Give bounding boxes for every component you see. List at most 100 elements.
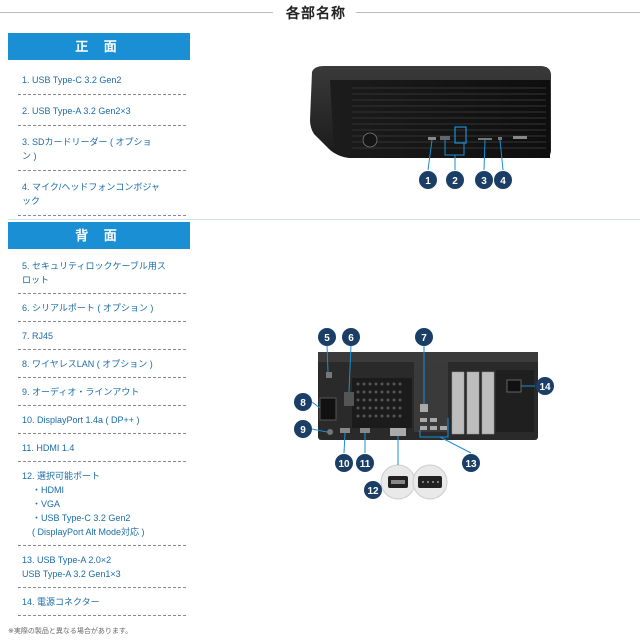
callout-12: 12 [364, 481, 382, 499]
page-title: 各部名称 [286, 5, 346, 21]
back-spec-item: 8. ワイヤレスLAN ( オプション ) [18, 350, 186, 378]
callout-13: 13 [462, 454, 480, 472]
svg-text:13: 13 [465, 459, 477, 470]
front-spec-item: 2. USB Type-A 3.2 Gen2×3 [18, 95, 186, 126]
rear-security-slot [326, 372, 332, 378]
callout-9: 9 [294, 420, 312, 438]
svg-text:9: 9 [300, 425, 306, 436]
back-spec-item: 5. セキュリティロックケーブル用スロット [18, 252, 186, 294]
svg-text:8: 8 [300, 398, 306, 409]
rear-serial-port [344, 392, 354, 406]
back-callout-leaders [311, 344, 535, 465]
spec-item-line: 9. オーディオ・ラインアウト [22, 387, 140, 397]
spec-item-line: USB Type-A 3.2 Gen1×3 [22, 569, 121, 579]
front-port-usb-a [440, 136, 450, 140]
spec-item-line: 8. ワイヤレスLAN ( オプション ) [22, 359, 153, 369]
front-vent-slats [352, 87, 546, 149]
back-spec-item: 10. DisplayPort 1.4a ( DP++ ) [18, 406, 186, 434]
svg-text:3: 3 [481, 176, 487, 187]
callout-11: 11 [356, 454, 374, 472]
section-divider [190, 219, 640, 220]
callout-1: 1 [419, 171, 437, 189]
spec-item-line: 5. セキュリティロックケーブル用ス [22, 261, 166, 271]
rear-vent-mesh [356, 382, 402, 418]
hp-logo-icon [362, 132, 378, 148]
back-spec-item: 6. シリアルポート ( オプション ) [18, 294, 186, 322]
rear-io-shield [414, 362, 448, 432]
svg-text:1: 1 [425, 176, 431, 187]
spec-item-line: ック [22, 196, 41, 206]
spec-item-line: 6. シリアルポート ( オプション ) [22, 303, 154, 313]
svg-text:7: 7 [421, 333, 427, 344]
spec-item-line: 2. USB Type-A 3.2 Gen2×3 [22, 106, 131, 116]
title-rule-right [356, 12, 640, 13]
spec-item-line: 7. RJ45 [22, 331, 54, 341]
svg-text:12: 12 [367, 486, 379, 497]
spec-item-subline: ・USB Type-C 3.2 Gen2 [32, 513, 131, 523]
back-spec-item: 12. 選択可能ポート・HDMI ・VGA ・USB Type-C 3.2 Gen2… [18, 462, 186, 546]
front-sd-slot [478, 138, 492, 140]
callout-6: 6 [342, 328, 360, 346]
spec-item-line: 12. 選択可能ポート [22, 471, 101, 481]
front-spec-item: 1. USB Type-C 3.2 Gen2 [18, 64, 186, 95]
back-spec-item: 14. 電源コネクター [18, 588, 186, 616]
svg-text:2: 2 [452, 176, 458, 187]
front-pc-body [310, 66, 551, 158]
svg-text:4: 4 [500, 176, 506, 187]
spec-item-line: 14. 電源コネクター [22, 597, 100, 607]
callout-3: 3 [475, 171, 493, 189]
svg-text:6: 6 [348, 333, 354, 344]
callout-8: 8 [294, 393, 312, 411]
spec-item-subline: ・VGA [32, 499, 61, 509]
spec-item-line: 3. SDカードリーダー ( オプショ [22, 137, 152, 147]
optional-port-zoom [380, 464, 448, 500]
footnote: ※実際の製品と異なる場合があります。 [8, 628, 133, 635]
front-spec-list: 1. USB Type-C 3.2 Gen2 2. USB Type-A 3.2 … [18, 64, 186, 216]
rear-wlan-module [319, 397, 337, 421]
front-port-usb-c [428, 137, 436, 140]
spec-item-line: ロット [22, 275, 50, 285]
back-spec-item: 11. HDMI 1.4 [18, 434, 186, 462]
svg-text:14: 14 [539, 382, 551, 393]
title-rule-left [0, 12, 273, 13]
back-pc-body [318, 352, 538, 440]
rear-usb-a-ports [420, 418, 447, 430]
spec-item-line: ン ) [22, 151, 37, 161]
callout-4: 4 [494, 171, 512, 189]
section-divider-left [8, 219, 190, 220]
front-spec-item: 4. マイク/ヘッドフォンコンボジャック [18, 171, 186, 216]
svg-text:5: 5 [324, 333, 330, 344]
rear-hdmi [360, 428, 370, 433]
callout-14: 14 [536, 377, 554, 395]
front-audio-jack [498, 137, 502, 140]
spec-item-subline: ・HDMI [32, 485, 64, 495]
rear-displayport [340, 428, 350, 433]
front-port-usb-a-stack [454, 126, 467, 144]
spec-item-line: 11. HDMI 1.4 [22, 443, 75, 453]
rear-expansion-slots [451, 371, 495, 435]
front-spec-item: 3. SDカードリーダー ( オプション ) [18, 126, 186, 171]
front-power-button [513, 136, 527, 139]
back-spec-list: 5. セキュリティロックケーブル用スロット 6. シリアルポート ( オプション … [18, 252, 186, 616]
spec-item-line: 13. USB Type-A 2.0×2 [22, 555, 112, 565]
callout-2: 2 [446, 171, 464, 189]
back-spec-item: 9. オーディオ・ラインアウト [18, 378, 186, 406]
callout-7: 7 [415, 328, 433, 346]
callout-5: 5 [318, 328, 336, 346]
rear-rj45-port [420, 404, 428, 412]
rear-psu-area [496, 370, 534, 432]
callout-10: 10 [335, 454, 353, 472]
front-section-header: 正 面 [8, 33, 190, 60]
title-row: 各部名称 [0, 0, 640, 24]
spec-item-line: 10. DisplayPort 1.4a ( DP++ ) [22, 415, 140, 425]
front-callout-leaders [427, 139, 504, 171]
spec-item-subline: ( DisplayPort Alt Mode対応 ) [32, 527, 145, 537]
svg-text:10: 10 [338, 459, 350, 470]
rear-audio-out [327, 429, 333, 435]
rear-optional-port [390, 428, 406, 436]
spec-item-line: 1. USB Type-C 3.2 Gen2 [22, 75, 122, 85]
back-section-header: 背 面 [8, 222, 190, 249]
spec-item-line: 4. マイク/ヘッドフォンコンボジャ [22, 182, 160, 192]
back-spec-item: 7. RJ45 [18, 322, 186, 350]
